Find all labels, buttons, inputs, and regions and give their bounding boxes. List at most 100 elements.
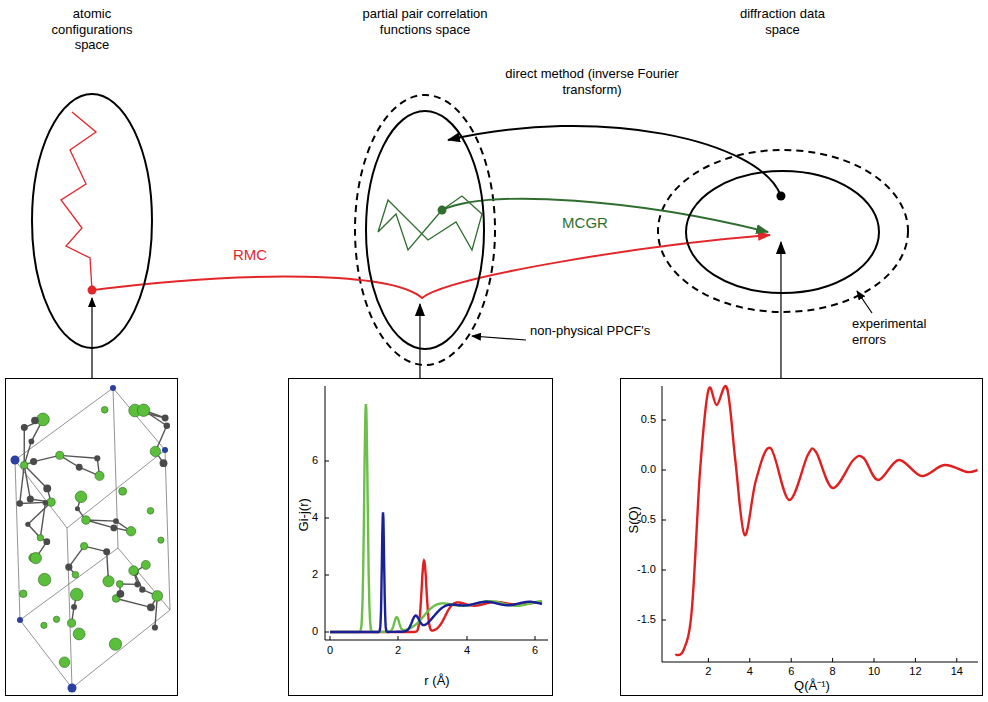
atom <box>38 573 51 586</box>
tick <box>325 518 329 519</box>
callout-label: non-physical PPCF's <box>530 323 650 339</box>
cell-corner <box>68 684 77 693</box>
tick-label: 4 <box>747 665 753 678</box>
bond <box>28 502 51 524</box>
leader-line <box>857 291 872 313</box>
tick-label: 0.5 <box>641 413 656 426</box>
connector <box>442 199 768 232</box>
bond <box>40 503 45 538</box>
atom <box>53 616 59 622</box>
plot-panel: Gi-j(r)r (Å)02460246 <box>288 378 553 696</box>
plot-panel: S(Q)Q(Å⁻¹)0.50.0-0.5-1.0-1.52468101214 <box>620 378 983 696</box>
tick <box>708 658 709 662</box>
space-ellipse: partial pair correlation functions space <box>365 110 485 350</box>
atom <box>76 464 83 471</box>
atom <box>158 537 164 543</box>
tick-label: -1.0 <box>637 563 656 576</box>
cell-edge <box>15 460 20 620</box>
bond <box>60 455 97 458</box>
tick-label: 14 <box>951 665 963 678</box>
callout-label: experimental errors <box>852 316 947 347</box>
ellipse-outline <box>366 111 484 349</box>
atom <box>134 581 140 587</box>
ellipse-outline <box>685 170 880 294</box>
tick-label: -1.5 <box>637 613 656 626</box>
tick <box>325 575 329 576</box>
start-dot <box>438 206 447 215</box>
atom <box>109 638 121 650</box>
tick <box>467 636 468 640</box>
start-dot <box>88 286 97 295</box>
tick <box>915 658 916 662</box>
tick-label: 2 <box>705 665 711 678</box>
atom <box>30 458 37 465</box>
tick-label: 8 <box>830 665 836 678</box>
cell-edge <box>165 450 170 610</box>
atom <box>56 451 64 459</box>
atom <box>30 552 41 563</box>
tick <box>874 658 875 662</box>
leader-line <box>91 298 92 378</box>
atom <box>59 657 70 668</box>
connector <box>448 126 781 196</box>
space-heading: partial pair correlation functions space <box>338 6 513 37</box>
bond <box>116 598 151 607</box>
atom <box>147 603 155 611</box>
cell-edge <box>20 620 72 688</box>
cell-edge <box>113 388 118 548</box>
atom <box>20 461 27 468</box>
atom <box>129 566 139 576</box>
atom <box>41 622 47 628</box>
ellipse-outline <box>31 93 153 349</box>
atom <box>80 542 87 549</box>
tick <box>398 636 399 640</box>
cell-edge <box>15 460 67 528</box>
atom <box>71 604 77 610</box>
tick <box>325 632 329 633</box>
atom <box>152 591 163 602</box>
ellipse-outline <box>686 171 879 293</box>
atom <box>152 624 158 630</box>
tick <box>325 461 329 462</box>
tick-label: 10 <box>868 665 880 678</box>
tick <box>956 658 957 662</box>
atom <box>94 455 100 461</box>
atom <box>82 516 91 525</box>
atom <box>113 518 119 524</box>
cell-corner <box>162 447 168 453</box>
atom <box>141 560 150 569</box>
molecule-model <box>11 385 171 693</box>
atom <box>73 628 85 640</box>
connector <box>780 242 781 378</box>
tick <box>662 570 666 571</box>
tick <box>791 658 792 662</box>
edge-label: RMC <box>231 246 269 264</box>
space-ellipse: atomic configurations space <box>31 93 153 349</box>
atom <box>29 439 35 445</box>
tick-label: 6 <box>312 454 318 467</box>
tick-label: 0.0 <box>641 463 656 476</box>
curves <box>330 404 542 632</box>
atom <box>19 590 27 598</box>
atom <box>103 548 110 555</box>
axis <box>325 386 326 640</box>
atom <box>116 581 123 588</box>
tick-label: 0 <box>312 625 318 638</box>
atom <box>103 576 114 587</box>
cell-corner <box>17 617 23 623</box>
tick <box>330 636 331 640</box>
bond <box>24 465 30 499</box>
atom <box>111 525 118 532</box>
edge-label: MCGR <box>560 214 610 232</box>
cell-edge <box>20 548 118 620</box>
space-heading: diffraction data space <box>725 6 840 37</box>
tick-label: -0.5 <box>637 513 656 526</box>
tick-label: 0 <box>327 644 333 657</box>
pair-curve <box>330 404 542 632</box>
atom <box>25 522 30 527</box>
structure-factor-plot <box>662 386 978 662</box>
atom <box>16 500 23 507</box>
pair-correlation-plot <box>325 386 548 640</box>
